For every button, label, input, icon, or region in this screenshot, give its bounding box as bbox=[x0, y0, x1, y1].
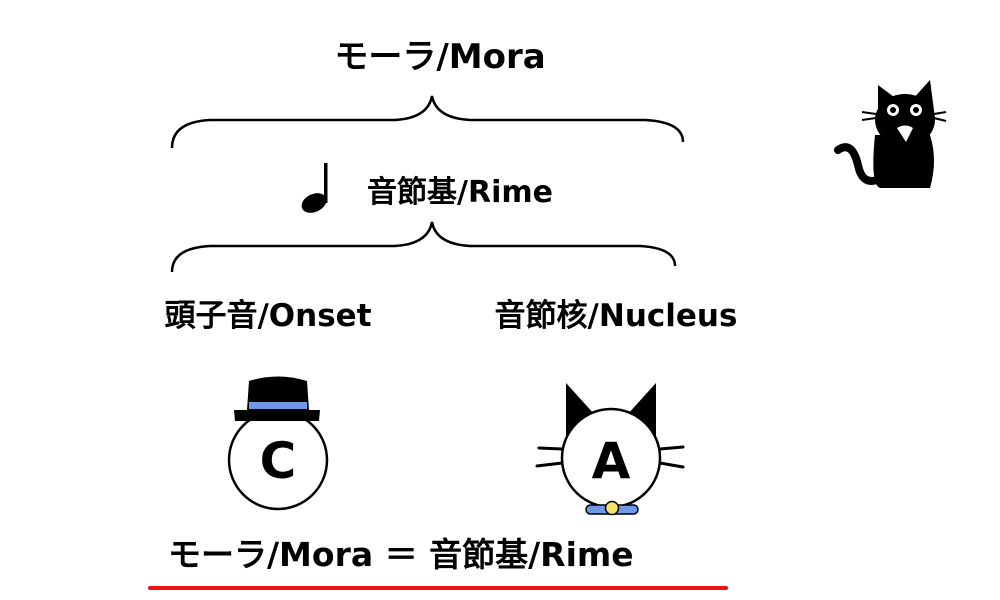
black-cat-icon bbox=[834, 80, 947, 188]
equation-right: 音節基/Rime bbox=[429, 535, 634, 574]
brace-mora bbox=[170, 95, 685, 149]
onset-letter: C bbox=[260, 432, 297, 490]
nucleus-character: A bbox=[535, 383, 685, 516]
whiskers-icon bbox=[535, 445, 685, 469]
onset-label: 頭子音/Onset bbox=[164, 298, 371, 334]
equation-left: モーラ/Mora bbox=[168, 535, 373, 574]
nucleus-letter: A bbox=[592, 432, 631, 490]
equation-text: モーラ/Mora ＝ 音節基/Rime bbox=[168, 535, 634, 574]
nucleus-label: 音節核/Nucleus bbox=[495, 298, 738, 334]
onset-character: C bbox=[227, 376, 329, 511]
title-mora: モーラ/Mora bbox=[334, 37, 545, 77]
music-note-icon bbox=[301, 163, 328, 213]
collar-icon bbox=[585, 500, 639, 516]
equation-equals: ＝ bbox=[385, 535, 418, 574]
rime-label: 音節基/Rime bbox=[367, 175, 553, 210]
red-underline bbox=[148, 586, 728, 590]
brace-rime bbox=[170, 221, 677, 273]
top-hat-icon bbox=[234, 376, 320, 421]
